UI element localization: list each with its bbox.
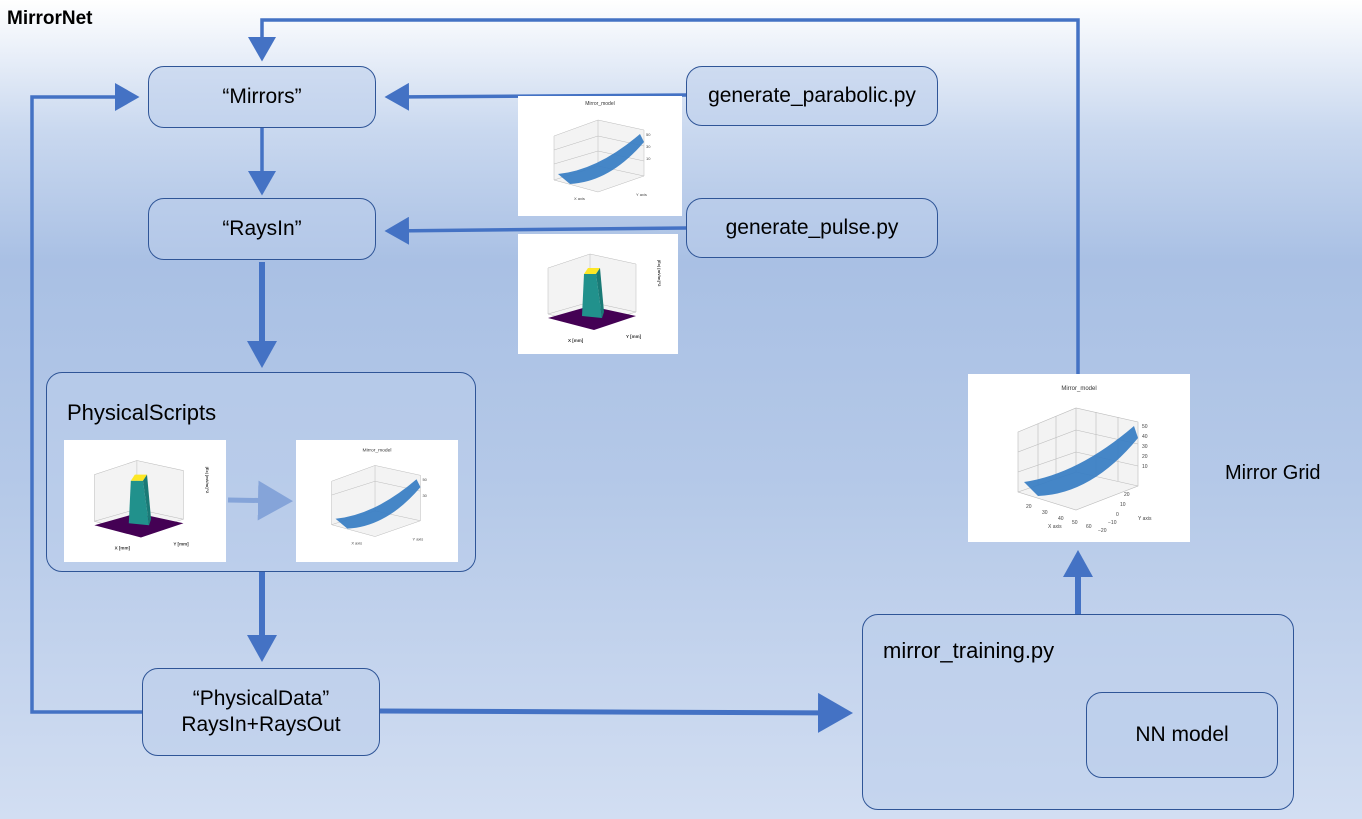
arrow-mirrorgrid-to-mirrors: [248, 18, 1080, 374]
svg-text:40: 40: [1142, 434, 1148, 440]
svg-text:−20: −20: [1098, 528, 1107, 534]
plot-x-axis-label: X axis: [1048, 524, 1062, 530]
generate-parabolic-box[interactable]: generate_parabolic.py: [686, 66, 938, 126]
svg-text:60: 60: [1086, 524, 1092, 530]
physical-scripts-pulse-plot: X [mm] Y [mm] |Ex| [mV/m]^2: [64, 440, 226, 562]
generate-parabolic-label: generate_parabolic.py: [708, 83, 916, 107]
svg-text:50: 50: [1142, 424, 1148, 430]
plot-title: Mirror_model: [363, 448, 392, 454]
plot-title: Mirror_model: [585, 101, 614, 107]
plot-x-axis-label: X axis: [574, 196, 585, 201]
svg-text:50: 50: [1072, 520, 1078, 526]
parabolic-mirror-plot: Mirror_model 50 30 10 X axis Y axis: [518, 96, 682, 216]
svg-text:10: 10: [646, 156, 651, 161]
svg-text:20: 20: [1124, 492, 1130, 498]
physical-data-label: “PhysicalData”: [192, 686, 330, 710]
pulse-y-axis-label: Y [mm]: [173, 542, 189, 547]
plot-x-axis-label: X axis: [351, 540, 362, 545]
physical-scripts-mirror-plot: Mirror_model 50 30 X axis Y axis: [296, 440, 458, 562]
generate-pulse-box[interactable]: generate_pulse.py: [686, 198, 938, 258]
svg-text:10: 10: [1120, 502, 1126, 508]
arrow-physicaldata-to-mirrors: [30, 83, 142, 714]
plot-y-axis-label: Y axis: [413, 537, 424, 542]
raysin-box[interactable]: “RaysIn”: [148, 198, 376, 260]
mirrors-label: “Mirrors”: [222, 84, 302, 108]
nn-model-box[interactable]: NN model: [1086, 692, 1278, 778]
svg-text:10: 10: [1142, 464, 1148, 470]
arrow-physicaldata-to-training: [379, 692, 853, 733]
pulse-y-axis-label: Y [mm]: [626, 334, 642, 339]
pulse-z-axis-label: |Ex| [mV/m]^2: [657, 260, 662, 287]
page-title: MirrorNet: [7, 8, 93, 29]
svg-text:−10: −10: [1108, 520, 1117, 526]
mirror-grid-label: Mirror Grid: [1225, 462, 1321, 484]
svg-text:30: 30: [422, 493, 427, 498]
mirrors-box[interactable]: “Mirrors”: [148, 66, 376, 128]
pulse-plot: X [mm] Y [mm] |Ex| [mV/m]^2: [518, 234, 678, 354]
svg-text:20: 20: [1142, 454, 1148, 460]
mirror-grid-plot: Mirror_model 50 40 30 20 10 20 10 0 −10 …: [968, 374, 1190, 542]
physical-data-box[interactable]: “PhysicalData” RaysIn+RaysOut: [142, 668, 380, 756]
raysin-label: “RaysIn”: [222, 216, 302, 240]
svg-text:40: 40: [1058, 516, 1064, 522]
svg-text:20: 20: [1026, 504, 1032, 510]
pulse-x-axis-label: X [mm]: [115, 546, 131, 551]
pulse-x-axis-label: X [mm]: [568, 338, 584, 343]
plot-y-axis-label: Y axis: [1138, 516, 1152, 522]
generate-pulse-label: generate_pulse.py: [725, 215, 899, 239]
pulse-z-axis-label: |Ex| [mV/m]^2: [205, 467, 210, 494]
nn-model-label: NN model: [1135, 722, 1229, 746]
arrow-pulse-to-raysin: [384, 216, 687, 245]
svg-text:50: 50: [422, 477, 427, 482]
physical-data-sublabel: RaysIn+RaysOut: [181, 713, 341, 736]
svg-text:30: 30: [1042, 510, 1048, 516]
mirror-training-label: mirror_training.py: [883, 638, 1055, 663]
plot-y-axis-label: Y axis: [636, 192, 647, 197]
svg-text:0: 0: [1116, 512, 1119, 518]
plot-title: Mirror_model: [1061, 386, 1096, 392]
svg-text:30: 30: [1142, 444, 1148, 450]
physical-scripts-label: PhysicalScripts: [67, 400, 217, 425]
svg-text:30: 30: [646, 144, 651, 149]
svg-text:50: 50: [646, 132, 651, 137]
